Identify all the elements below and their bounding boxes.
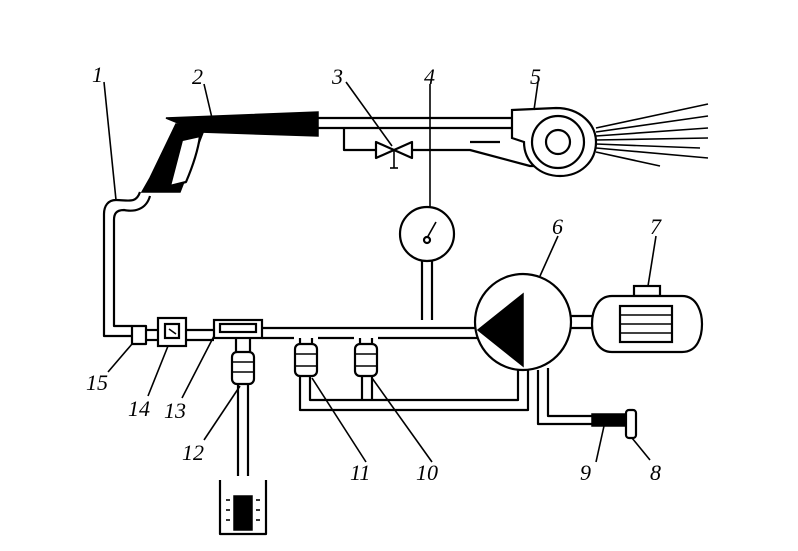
mixer-13 <box>212 318 264 340</box>
connector-8 <box>624 408 638 440</box>
component-14 <box>156 316 188 348</box>
label-3: 3 <box>331 64 343 89</box>
label-2: 2 <box>192 64 203 89</box>
label-6: 6 <box>552 214 563 239</box>
leader-lines <box>103 81 657 463</box>
label-12: 12 <box>182 440 204 465</box>
label-14: 14 <box>128 396 150 421</box>
pump-6 <box>473 272 596 426</box>
spray-gun <box>140 111 319 193</box>
label-8: 8 <box>650 460 661 485</box>
valve-11 <box>293 338 319 378</box>
chemical-tank <box>218 480 268 536</box>
inlet-hose-9 <box>591 413 629 427</box>
label-7: 7 <box>650 214 662 239</box>
motor-7 <box>590 284 704 354</box>
part-labels: 1 2 3 4 5 6 7 8 9 10 11 12 13 14 15 <box>86 62 662 485</box>
label-10: 10 <box>416 460 438 485</box>
check-valve-12 <box>230 338 256 476</box>
supply-hose <box>102 191 152 338</box>
label-11: 11 <box>350 460 370 485</box>
label-9: 9 <box>580 460 591 485</box>
label-15: 15 <box>86 370 108 395</box>
pressure-gauge-4 <box>398 205 456 320</box>
label-1: 1 <box>92 62 103 87</box>
label-4: 4 <box>424 64 435 89</box>
valve-10 <box>353 338 379 378</box>
valve-3 <box>374 140 414 169</box>
label-5: 5 <box>530 64 541 89</box>
label-13: 13 <box>164 398 186 423</box>
main-pipe <box>130 324 482 346</box>
return-loop <box>298 366 530 412</box>
nozzle-head-5 <box>510 103 709 178</box>
